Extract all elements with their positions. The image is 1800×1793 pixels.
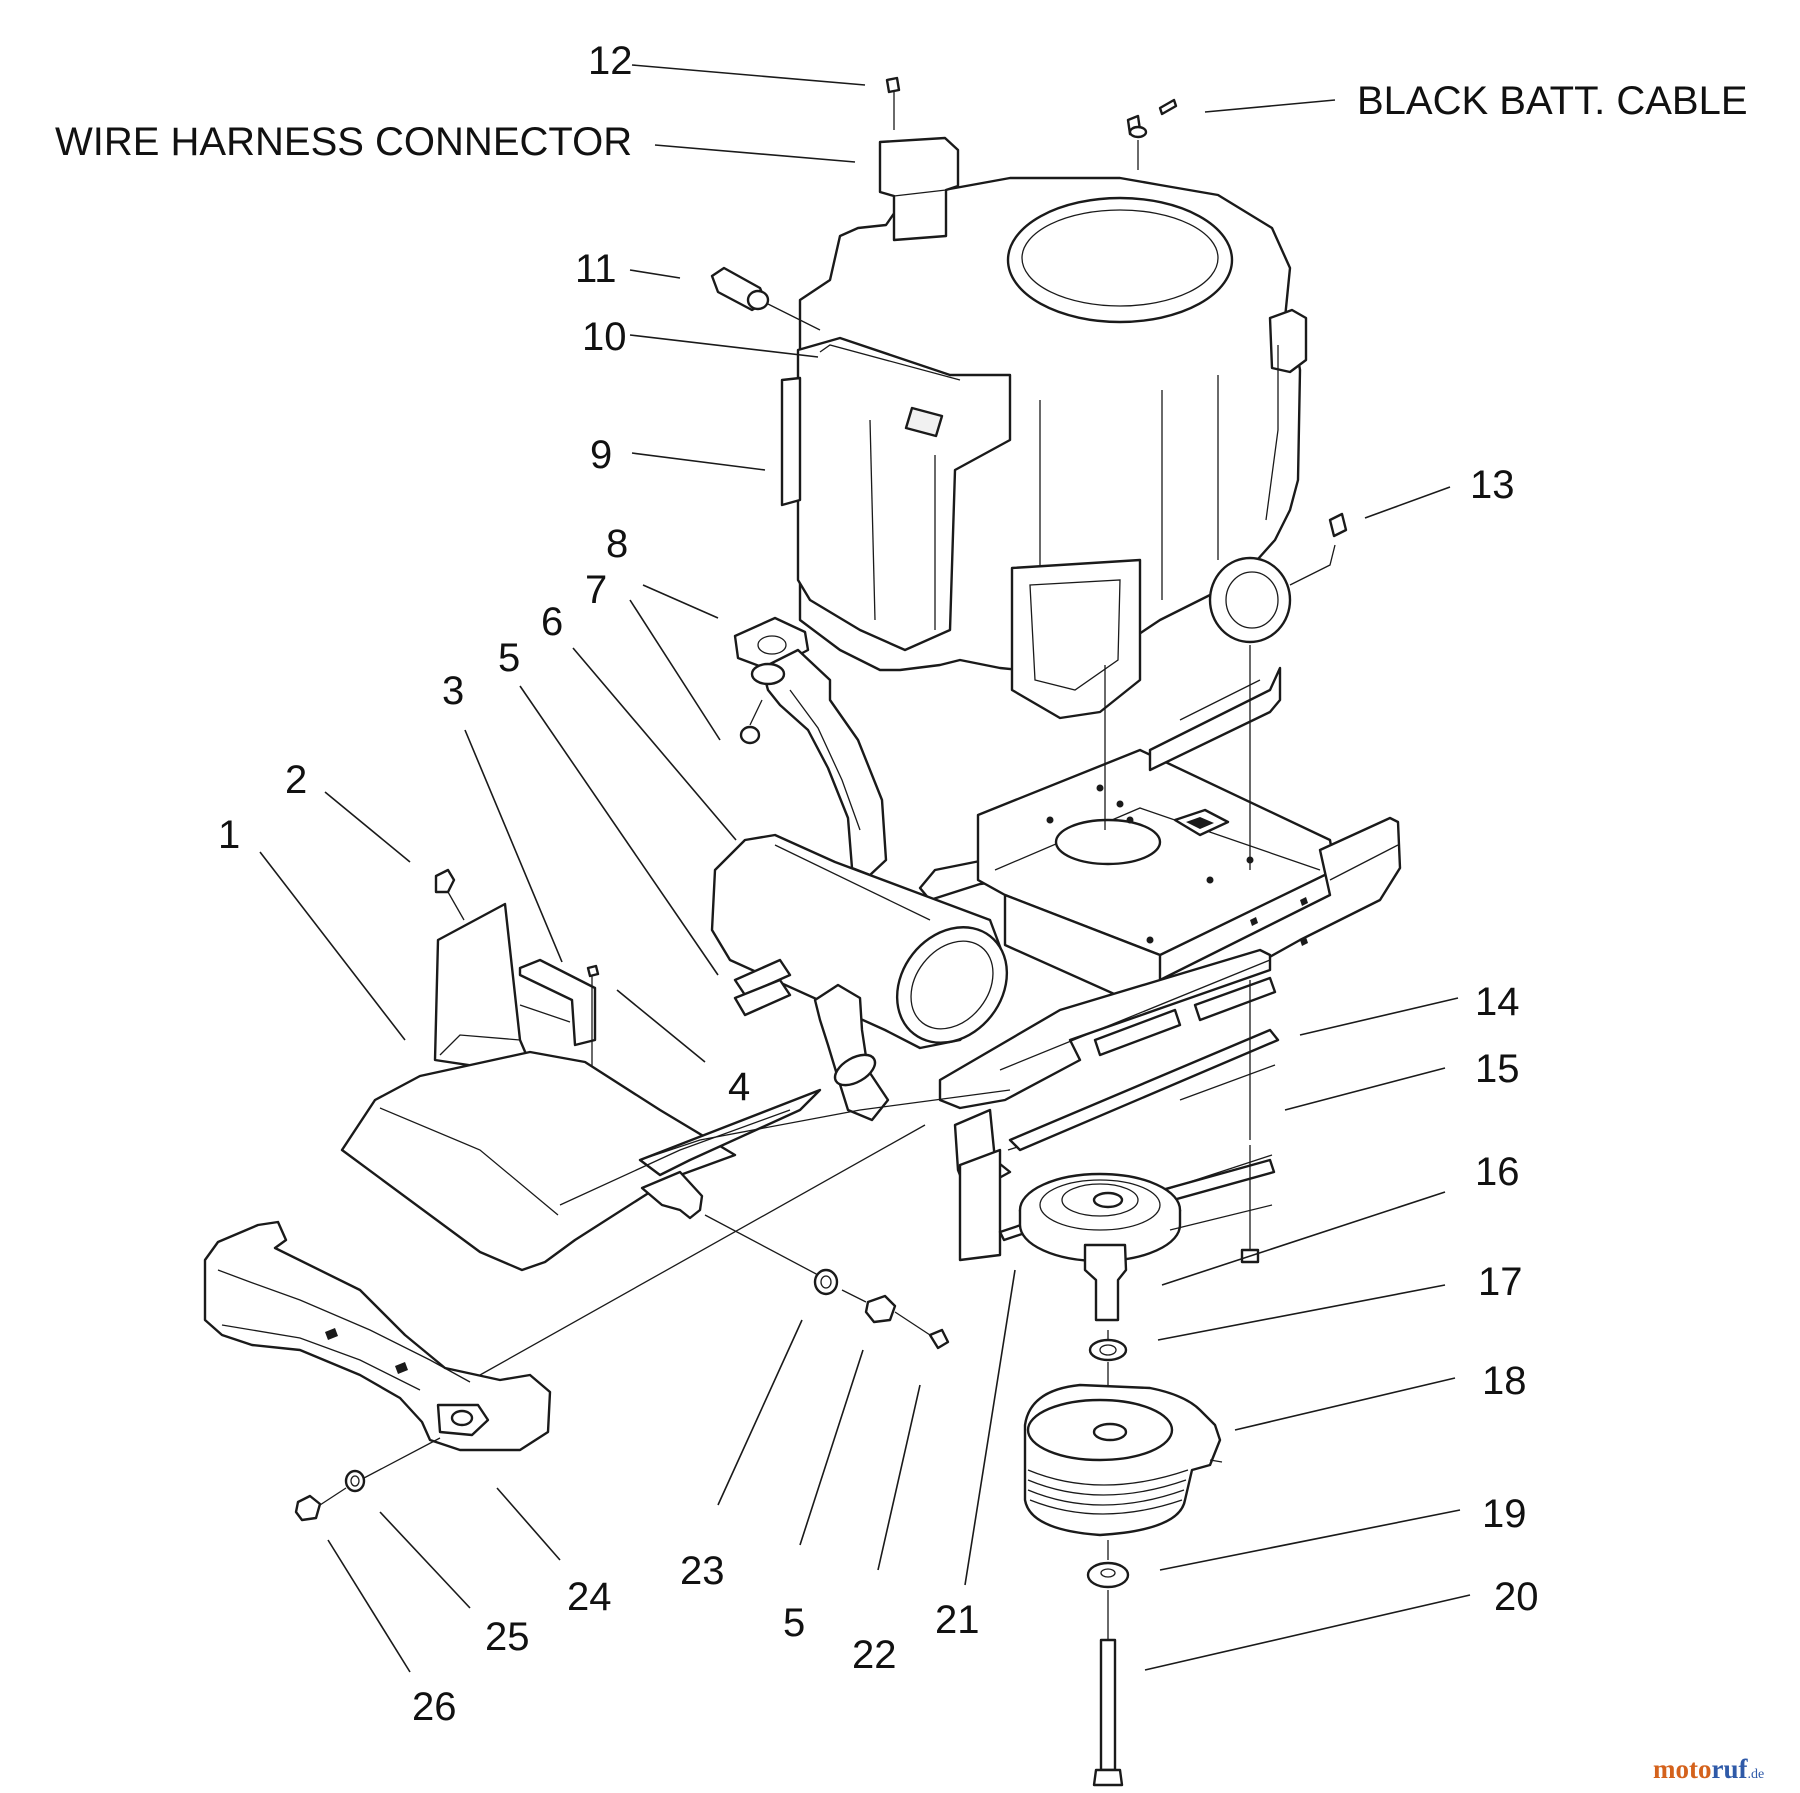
callout-18: 18 [1482, 1359, 1527, 1403]
pulley-assembly [1018, 1154, 1273, 1787]
callout-13: 13 [1470, 463, 1515, 507]
callout-16: 16 [1475, 1150, 1520, 1194]
watermark-part-2: ruf [1711, 1754, 1748, 1784]
callout-23: 23 [680, 1549, 725, 1593]
callout-15: 15 [1475, 1047, 1520, 1091]
front-bumper [203, 1220, 552, 1522]
callout-20: 20 [1494, 1575, 1539, 1619]
callout-5-top: 5 [498, 636, 520, 680]
mount-leader-line [479, 1124, 926, 1376]
hardware-stack [704, 1214, 950, 1350]
mount-leader-line-2 [639, 1089, 1011, 1161]
fitting-13 [1328, 512, 1348, 538]
callout-24: 24 [567, 1575, 612, 1619]
callout-7: 7 [585, 568, 607, 612]
callout-26: 26 [412, 1685, 457, 1729]
engine-assembly [780, 98, 1336, 720]
callout-3: 3 [442, 669, 464, 713]
callout-22: 22 [852, 1633, 897, 1677]
discharge-deflector [340, 868, 822, 1272]
callout-25: 25 [485, 1615, 530, 1659]
callout-1: 1 [218, 813, 240, 857]
callout-10: 10 [582, 315, 627, 359]
callout-14: 14 [1475, 980, 1520, 1024]
watermark-part-3: .de [1747, 1767, 1764, 1782]
svg-text:motoruf.de: motoruf.de [1653, 1754, 1764, 1784]
callout-4: 4 [728, 1065, 750, 1109]
mount-leader-line-3 [559, 1109, 791, 1206]
callout-21: 21 [935, 1598, 980, 1642]
callout-6: 6 [541, 600, 563, 644]
muffler [710, 833, 1009, 1122]
watermark-part-1: moto [1653, 1754, 1711, 1784]
callout-11: 11 [575, 247, 617, 291]
wire-harness-connector [878, 76, 960, 242]
leader-lines [259, 64, 1471, 1673]
callout-8: 8 [606, 522, 628, 566]
annotation-labels: WIRE HARNESS CONNECTOR BLACK BATT. CABLE… [55, 39, 1748, 1729]
callout-17: 17 [1478, 1260, 1523, 1304]
callout-2: 2 [285, 758, 307, 802]
watermark-logo: motoruf.de [1653, 1754, 1764, 1784]
note-black-battery-cable: BLACK BATT. CABLE [1357, 79, 1748, 123]
note-wire-harness-connector: WIRE HARNESS CONNECTOR [55, 120, 632, 164]
callout-12: 12 [588, 39, 633, 83]
mower-frame [733, 645, 1402, 1262]
callout-19: 19 [1482, 1492, 1527, 1536]
callout-5-bottom: 5 [783, 1601, 805, 1645]
oil-pressure-switch [710, 266, 821, 331]
callout-9: 9 [590, 433, 612, 477]
